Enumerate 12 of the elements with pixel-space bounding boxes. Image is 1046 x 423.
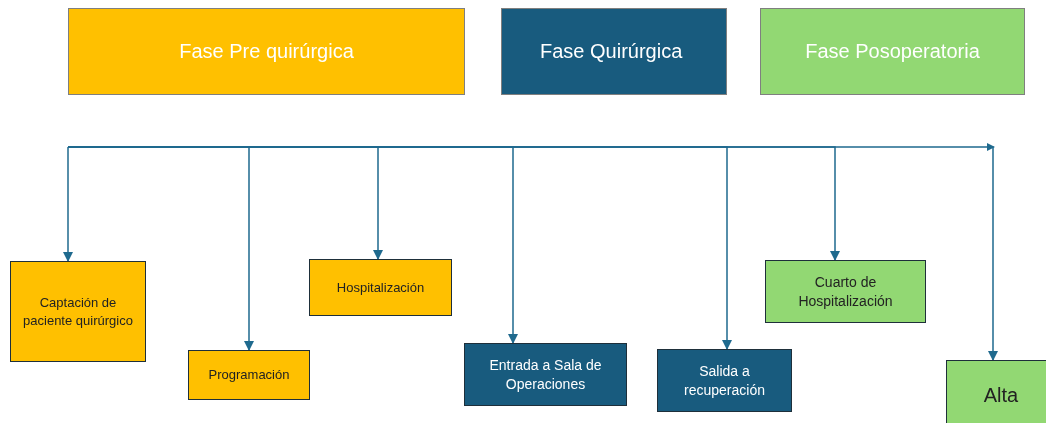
process-box: Hospitalización: [309, 259, 452, 316]
process-box: Captación de paciente quirúrgico: [10, 261, 146, 362]
phase-box: Fase Quirúrgica: [501, 8, 727, 95]
arrow: [62, 146, 74, 263]
process-box: Entrada a Sala de Operaciones: [464, 343, 627, 406]
phase-box: Fase Posoperatoria: [760, 8, 1025, 95]
process-box: Programación: [188, 350, 310, 400]
process-box: Salida a recuperación: [657, 349, 792, 412]
process-box: Cuarto de Hospitalización: [765, 260, 926, 323]
phase-box: Fase Pre quirúrgica: [68, 8, 465, 95]
arrow: [67, 146, 999, 362]
process-box: Alta: [946, 360, 1046, 423]
